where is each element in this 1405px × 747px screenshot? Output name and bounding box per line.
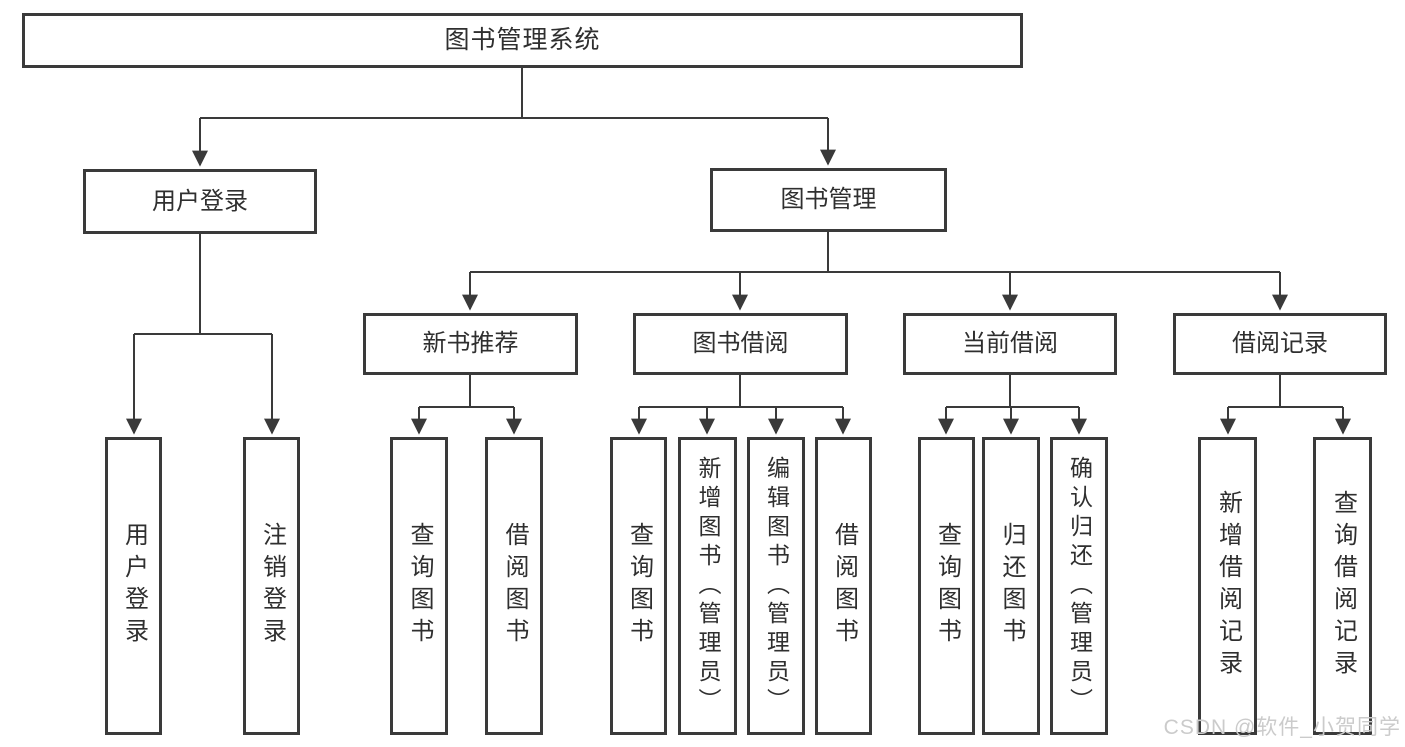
node-book-management-label: 图书管理 <box>780 186 877 213</box>
node-library-system-label: 图书管理系统 <box>444 26 601 54</box>
node-library-system: 图书管理系统 <box>22 13 1023 68</box>
node-user-login: 用户登录 <box>83 169 317 234</box>
leaf-return-books-label: 归还图书 <box>998 522 1025 650</box>
leaf-add-books-admin-label: 新增图书（管理员） <box>695 455 721 717</box>
leaf-confirm-return-admin: 确认归还（管理员） <box>1050 437 1108 735</box>
node-new-book-recommend-label: 新书推荐 <box>422 330 519 357</box>
leaf-user-login: 用户登录 <box>105 437 162 735</box>
node-user-login-label: 用户登录 <box>152 187 248 215</box>
leaf-query-borrow-record-label: 查询借阅记录 <box>1329 490 1357 682</box>
leaf-newbook-query-books: 查询图书 <box>390 437 448 735</box>
node-book-borrow: 图书借阅 <box>633 313 848 375</box>
node-borrow-records: 借阅记录 <box>1173 313 1387 375</box>
leaf-borrow-query-books-label: 查询图书 <box>625 522 653 650</box>
leaf-add-borrow-record-label: 新增借阅记录 <box>1214 490 1242 682</box>
leaf-logout-login-label: 注销登录 <box>258 522 286 650</box>
node-new-book-recommend: 新书推荐 <box>363 313 578 375</box>
leaf-borrow-borrow-books-label: 借阅图书 <box>830 522 858 650</box>
leaf-add-books-admin: 新增图书（管理员） <box>678 437 737 735</box>
node-current-borrow-label: 当前借阅 <box>962 330 1058 357</box>
leaf-query-borrow-record: 查询借阅记录 <box>1313 437 1372 735</box>
leaf-borrow-borrow-books: 借阅图书 <box>815 437 872 735</box>
leaf-current-query-books-label: 查询图书 <box>933 522 961 650</box>
leaf-newbook-query-books-label: 查询图书 <box>406 522 433 650</box>
leaf-newbook-borrow-books: 借阅图书 <box>485 437 543 735</box>
leaf-newbook-borrow-books-label: 借阅图书 <box>501 522 528 650</box>
leaf-edit-books-admin: 编辑图书（管理员） <box>747 437 805 735</box>
leaf-return-books: 归还图书 <box>982 437 1040 735</box>
node-current-borrow: 当前借阅 <box>903 313 1117 375</box>
leaf-edit-books-admin-label: 编辑图书（管理员） <box>763 455 790 717</box>
leaf-borrow-query-books: 查询图书 <box>610 437 667 735</box>
node-book-borrow-label: 图书借阅 <box>692 330 789 357</box>
leaf-logout-login: 注销登录 <box>243 437 300 735</box>
node-borrow-records-label: 借阅记录 <box>1232 330 1328 357</box>
leaf-current-query-books: 查询图书 <box>918 437 975 735</box>
leaf-add-borrow-record: 新增借阅记录 <box>1198 437 1257 735</box>
leaf-confirm-return-admin-label: 确认归还（管理员） <box>1066 455 1093 717</box>
leaf-user-login-label: 用户登录 <box>120 522 148 650</box>
node-book-management: 图书管理 <box>710 168 947 232</box>
